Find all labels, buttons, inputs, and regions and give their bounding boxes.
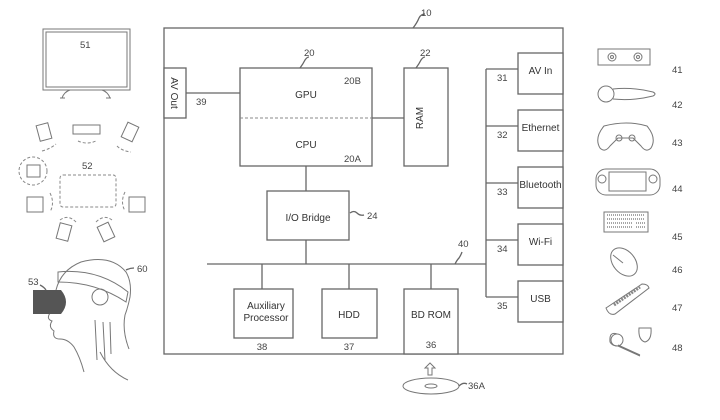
- hmd-leader: [39, 284, 47, 291]
- motion-controller-icon: [597, 85, 656, 103]
- camera-icon: [597, 48, 651, 66]
- disc-ref: 36A: [468, 381, 486, 392]
- processor-block: GPU 20B CPU 20A: [239, 67, 373, 167]
- bus-ref: 40: [458, 239, 469, 250]
- gamepad-ref: 43: [672, 138, 683, 149]
- aux-label-line2: Processor: [243, 313, 289, 324]
- remote-control-icon: [605, 283, 650, 315]
- av-out-label: AV Out: [168, 77, 179, 109]
- aux-ref: 38: [257, 342, 268, 353]
- interface-box: [517, 109, 564, 152]
- interface-wi-fi-block: Wi-Fi 34: [486, 223, 564, 266]
- mouse-ref: 46: [672, 265, 683, 276]
- auxiliary-processor-block: Auxiliary Processor: [233, 288, 294, 339]
- processor-leader: [299, 56, 310, 69]
- headset-icon: [609, 327, 652, 357]
- io-bridge-block: I/O Bridge: [266, 190, 350, 241]
- interface-box: [517, 166, 564, 209]
- ram-block: RAM: [403, 67, 449, 167]
- interface-box: [517, 223, 564, 266]
- headset-ref: 48: [672, 343, 683, 354]
- display-ref: 51: [80, 40, 91, 51]
- ram-ref: 22: [420, 48, 431, 59]
- hdd-block: HDD: [321, 288, 378, 339]
- interface-usb-block: USB 35: [486, 280, 564, 323]
- bus-leader: [454, 251, 463, 265]
- interface-ref: 32: [497, 130, 508, 141]
- interface-box: [517, 52, 564, 95]
- interface-bluetooth-block: Bluetooth 33: [486, 166, 564, 209]
- system-ref: 10: [421, 8, 432, 19]
- hmd-front: [61, 290, 66, 314]
- user-with-hmd-icon: [47, 259, 131, 381]
- bd-rom-block: BD ROM 36: [403, 288, 459, 355]
- io-bridge-ref: 24: [367, 211, 378, 222]
- hdd-ref: 37: [344, 342, 355, 353]
- speakers-ref: 52: [82, 161, 93, 172]
- interface-ref: 31: [497, 73, 508, 84]
- hmd-ref: 53: [28, 277, 39, 288]
- system-leader: [412, 13, 426, 29]
- aux-label-line1: Auxiliary: [247, 301, 285, 312]
- handheld-console-ref: 44: [672, 184, 683, 195]
- hmd-icon: [33, 290, 61, 314]
- ram-leader: [415, 56, 426, 69]
- gamepad-icon: [597, 122, 654, 151]
- mouse-icon: [610, 247, 638, 277]
- io-bridge-label: I/O Bridge: [285, 213, 330, 224]
- disc-leader: [458, 382, 468, 387]
- surround-speakers-icon: [18, 121, 146, 243]
- hdd-label: HDD: [338, 310, 360, 321]
- av-out-ref: 39: [196, 97, 207, 108]
- interface-ref: 33: [497, 187, 508, 198]
- interface-ref: 35: [497, 301, 508, 312]
- io-bridge-leader: [349, 210, 365, 216]
- camera-ref: 41: [672, 65, 683, 76]
- handheld-console-icon: [595, 168, 661, 196]
- bd-rom-label: BD ROM: [411, 310, 451, 321]
- cpu-ref: 20A: [344, 154, 362, 165]
- keyboard-icon: [603, 211, 649, 233]
- interface-label: Wi-Fi: [529, 237, 552, 248]
- remote-control-ref: 47: [672, 303, 683, 314]
- gpu-label: GPU: [295, 90, 317, 101]
- bd-rom-ref: 36: [426, 340, 437, 351]
- interface-label: USB: [530, 294, 551, 305]
- interface-av-in-block: AV In 31: [486, 52, 564, 95]
- processor-ref: 20: [304, 48, 315, 59]
- interface-label: Bluetooth: [519, 180, 561, 191]
- user-leader: [125, 267, 135, 271]
- user-ref: 60: [137, 264, 148, 275]
- disc-icon: [402, 377, 460, 395]
- interface-ethernet-block: Ethernet 32: [486, 109, 564, 152]
- interface-label: AV In: [529, 66, 553, 77]
- interface-box: [517, 280, 564, 323]
- ram-label: RAM: [415, 107, 426, 129]
- motion-controller-ref: 42: [672, 100, 683, 111]
- display-icon: [42, 28, 131, 99]
- interface-label: Ethernet: [522, 123, 560, 134]
- av-out-block: AV Out: [163, 67, 187, 119]
- keyboard-ref: 45: [672, 232, 683, 243]
- insert-arrow-icon: [423, 362, 437, 376]
- interface-ref: 34: [497, 244, 508, 255]
- gpu-ref: 20B: [344, 76, 361, 87]
- cpu-label: CPU: [295, 140, 316, 151]
